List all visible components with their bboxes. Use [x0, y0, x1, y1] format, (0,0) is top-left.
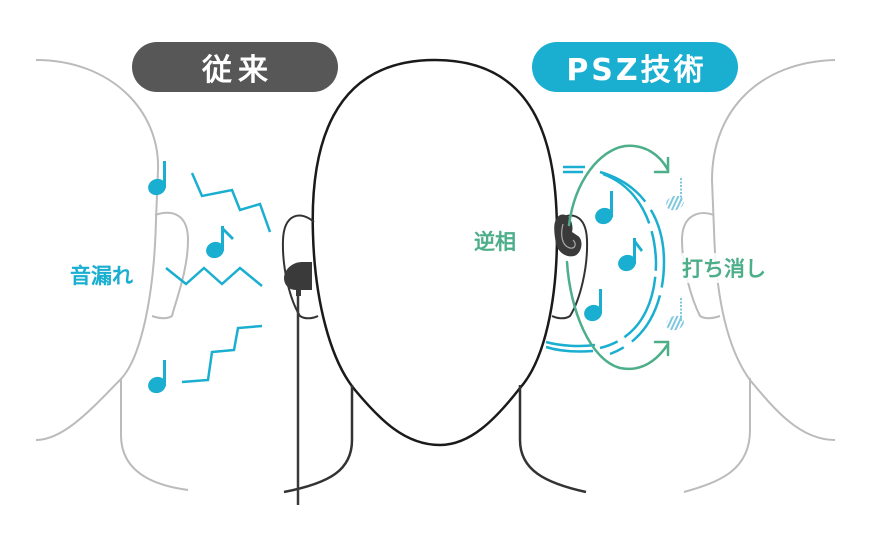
conventional-title-badge: 従来 — [132, 42, 338, 92]
cancelled-note-icon — [666, 298, 684, 331]
psz-notes — [584, 191, 643, 322]
music-note-icon — [148, 360, 166, 394]
music-note-icon — [584, 289, 602, 322]
main-head-outline-icon — [283, 58, 587, 494]
psz-earphone-icon — [554, 214, 582, 257]
cancellation-label: 打ち消し — [682, 253, 766, 283]
psz-technology-title-badge: PSZ技術 — [532, 42, 738, 92]
main-head-right-ear — [551, 214, 589, 320]
circular-arrow-icon — [565, 144, 670, 371]
conventional-earphone-icon — [284, 262, 312, 505]
music-note-icon — [206, 226, 234, 259]
sound-leak-notes — [148, 161, 234, 394]
cancelled-note-icon — [666, 178, 684, 211]
music-note-icon — [595, 191, 613, 225]
antiphase-label: 逆相 — [474, 230, 516, 254]
sound-wave-icon — [165, 172, 272, 384]
sound-leak-label: 音漏れ — [70, 264, 133, 288]
music-note-icon — [618, 238, 643, 272]
sound-wave-arcs-icon — [545, 165, 666, 356]
music-note-icon — [148, 161, 166, 196]
left-listener-head-outline-icon — [35, 59, 190, 491]
